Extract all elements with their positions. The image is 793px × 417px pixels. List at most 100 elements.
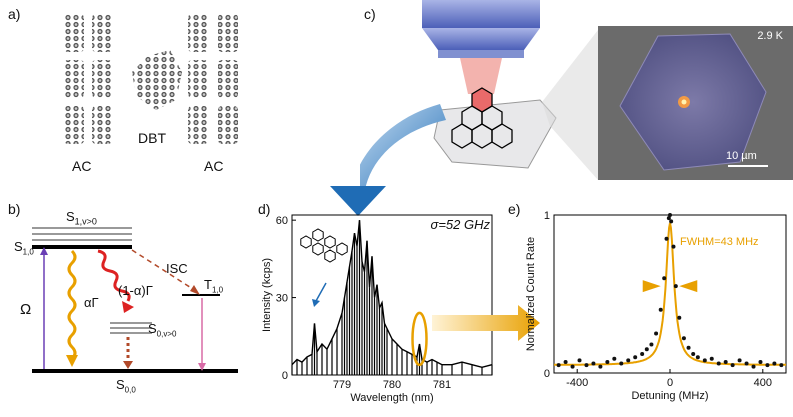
x-tick-label: 0 [667, 377, 673, 389]
ac-left-stacks [64, 14, 112, 144]
y-tick-label: 1 [544, 210, 550, 222]
isc-label: ISC [166, 261, 188, 276]
data-point [640, 352, 645, 357]
s1-vib-label: S1,v>0 [66, 209, 97, 227]
x-tick-label: 779 [333, 379, 351, 391]
data-point [671, 244, 676, 249]
dbt-inset [300, 228, 348, 263]
energy-diagram [32, 227, 238, 373]
panel-b: b) S1,v>0 S1,0 Ω αΓ (1-α [0, 195, 255, 417]
ring [300, 235, 312, 249]
panel-a: a) AC DBT AC [0, 0, 260, 180]
data-point [619, 361, 624, 366]
ac-right-stacks [188, 14, 238, 144]
data-point [662, 276, 667, 281]
s0-vib-label: S0,v>0 [148, 321, 177, 339]
data-point [751, 364, 756, 369]
peak-pointer [315, 282, 327, 302]
ac-left-label: AC [72, 158, 92, 174]
fwhm-annotation: FWHM=43 MHz [680, 236, 759, 248]
s0-label: S0,0 [116, 377, 136, 395]
data-point [716, 361, 721, 366]
ring [312, 242, 324, 256]
x-axis-label: Detuning (MHz) [631, 390, 708, 402]
dbt-sketch [451, 87, 513, 149]
fwhm-arrow-right [679, 280, 698, 293]
data-point [658, 307, 663, 312]
y-axis-label: Normalized Count Rate [525, 237, 537, 351]
microscope-illustration [360, 0, 598, 196]
data-point [612, 356, 617, 361]
orange-arrow [432, 305, 540, 341]
alpha-gamma-wavy [67, 249, 77, 361]
x-tick-label: 780 [383, 379, 401, 391]
panel-b-label: b) [8, 201, 21, 217]
blue-arrowhead [330, 186, 386, 216]
data-point [563, 359, 568, 364]
dbt-label: DBT [138, 130, 166, 146]
data-point [605, 359, 610, 364]
t1-label: T1,0 [204, 277, 224, 295]
panel-e-label: e) [508, 201, 521, 217]
y-tick-label: 0 [544, 368, 550, 380]
data-point [695, 355, 700, 360]
dbt-molecule [132, 50, 182, 110]
data-point [709, 356, 714, 361]
nonrad-label: (1-α)Γ [118, 283, 153, 298]
peak-pointer-head [312, 299, 320, 307]
panel-a-molecules [64, 14, 238, 144]
x-tick-label: -400 [566, 377, 588, 389]
data-point [591, 361, 596, 366]
data-point [626, 358, 631, 363]
temperature-label: 2.9 K [757, 30, 783, 42]
data-point [737, 358, 742, 363]
data-point [584, 363, 589, 368]
line-highlight [411, 311, 428, 367]
data-point [779, 363, 784, 368]
data-point [570, 364, 575, 369]
s1-label: S1,0 [14, 239, 34, 257]
data-point [668, 213, 672, 217]
sigma-annotation: σ=52 GHz [430, 217, 490, 232]
data-point [758, 359, 763, 364]
y-axis-label: Intensity (kcps) [261, 258, 273, 332]
ac-right-label: AC [204, 158, 224, 174]
y-tick-label: 0 [282, 370, 288, 382]
data-point [666, 216, 671, 221]
data-point [702, 358, 707, 363]
panel-c-label: c) [364, 6, 376, 22]
blue-arrow [360, 104, 446, 196]
ring [324, 249, 336, 263]
microscope-image: 2.9 K 10 µm [598, 26, 793, 180]
nonrad-wavy [97, 249, 131, 302]
ring [336, 242, 348, 256]
data-point [556, 363, 561, 368]
alpha-gamma-label: αΓ [84, 295, 99, 310]
isc-arrow [131, 249, 197, 292]
data-point [669, 219, 674, 224]
omega-label: Ω [20, 301, 32, 318]
data-point [677, 315, 682, 320]
y-tick-label: 60 [276, 215, 288, 227]
data-point [633, 355, 638, 360]
crystal-flake [619, 33, 768, 171]
data-point [772, 361, 777, 366]
data-point [744, 361, 749, 366]
laser-cone [460, 58, 502, 94]
fwhm-arrow-left [642, 280, 661, 293]
data-point [644, 347, 649, 352]
ring [312, 228, 324, 242]
data-point [765, 363, 770, 368]
ring [324, 235, 336, 249]
data-point [723, 359, 728, 364]
data-point [691, 352, 696, 357]
scale-bar-label: 10 µm [726, 150, 757, 162]
y-tick-label: 30 [276, 293, 288, 305]
data-point [686, 345, 691, 350]
data-point [598, 364, 603, 369]
panel-a-label: a) [8, 6, 21, 22]
